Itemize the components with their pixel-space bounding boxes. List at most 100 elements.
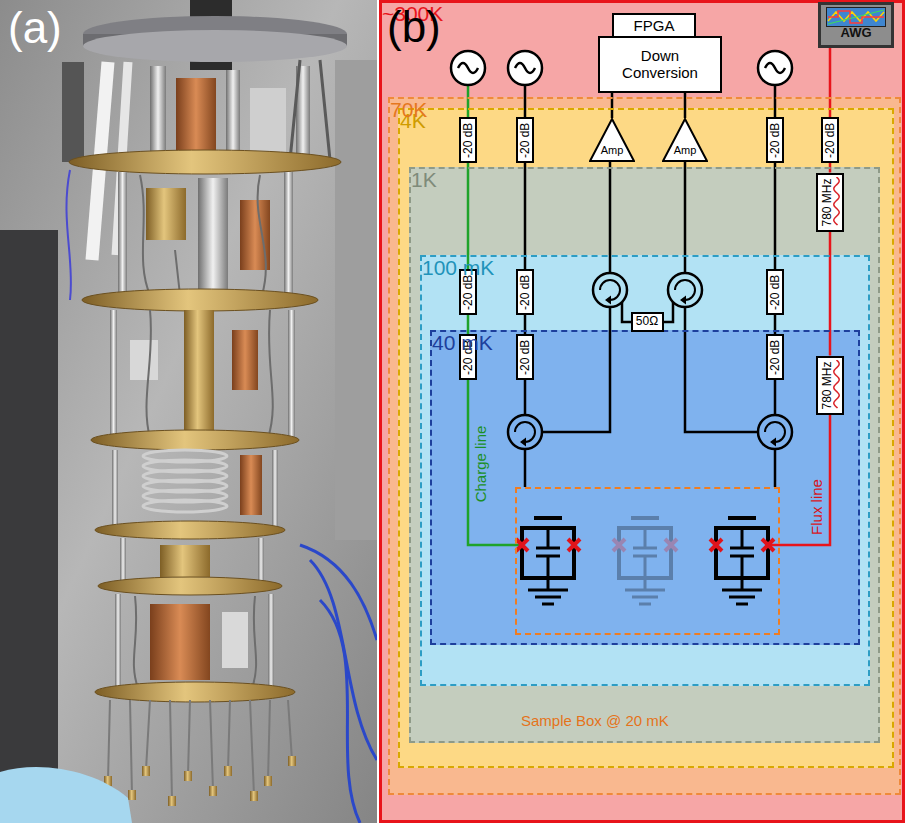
stage-label-holder: 1K [411, 169, 437, 191]
stage-six [150, 604, 210, 680]
temperature-stage: Sample Box @ 20 mK -20 dB -20 dB -20 dB 780 … [388, 97, 901, 795]
attenuator-box: -20 dB [516, 269, 534, 315]
amplifier-symbol: Amp [662, 118, 708, 162]
filter-box: 780 MHz [816, 173, 844, 232]
stage-three [232, 330, 258, 390]
schematic-layer [379, 0, 905, 823]
stage-label-holder: 40 mK [432, 332, 493, 354]
plate [82, 289, 318, 311]
stage-label-holder: 100 mK [422, 257, 494, 279]
photo-background [0, 230, 58, 823]
component-label: -20 dB [462, 274, 474, 310]
amplifier-triangle [590, 119, 634, 161]
stage-two [284, 172, 293, 298]
circulators [515, 280, 785, 442]
connectors [184, 771, 192, 781]
photo-background [0, 0, 377, 823]
stage-label: 70K [390, 99, 427, 120]
attenuator-box: -20 dB [766, 117, 784, 163]
down-conversion-box: Down Conversion [598, 36, 722, 93]
component-label: 780 MHz [820, 361, 832, 410]
stage-fill [398, 108, 894, 768]
readout-wire [525, 85, 775, 487]
signal-wire [467, 163, 470, 269]
stage-five [160, 545, 210, 577]
attenuator-box: -20 dB [766, 269, 784, 315]
qubits [710, 518, 774, 604]
stage-label-holder: 70K [390, 99, 427, 121]
label-holder: Charge line [472, 425, 490, 502]
connector-layer [468, 93, 830, 356]
filter-wave [834, 177, 839, 225]
component-label: 50Ω [636, 315, 659, 329]
bottom-cables [108, 700, 292, 800]
awg-screen [828, 11, 884, 23]
glove [0, 767, 132, 823]
signal-wire [524, 163, 527, 269]
component-label: -20 dB [462, 122, 474, 158]
stage-three [288, 310, 295, 438]
stage-two [146, 188, 186, 240]
stage-fill [388, 97, 901, 795]
stage-two [66, 170, 293, 300]
stage-fill [420, 255, 870, 686]
top-flange [83, 0, 347, 70]
amplifier-triangle [663, 119, 707, 161]
temperature-stage: Sample Box @ 20 mK -20 dB -20 dB -20 dB 780 … [379, 0, 905, 823]
connectors [250, 791, 258, 801]
upper-stage [250, 88, 286, 152]
stage-three [110, 310, 117, 438]
component-label: Amp [589, 145, 635, 156]
attenuator-box: -20 dB [821, 117, 839, 163]
coil [143, 500, 227, 512]
stage-label: 100 mK [422, 257, 494, 278]
connectors [128, 790, 136, 800]
stage-fill [430, 330, 860, 645]
qubits [516, 518, 774, 604]
circulators [520, 296, 776, 447]
blue-cables [300, 545, 377, 823]
attenuator-box: -20 dB [459, 117, 477, 163]
signal-wire [829, 232, 832, 356]
photo-background [335, 60, 377, 540]
panel-label: (b) [387, 5, 441, 49]
upper-stage [290, 60, 330, 160]
stage-fill [409, 167, 880, 743]
connectors [264, 776, 272, 786]
stage-five [120, 538, 126, 584]
stage-six [268, 594, 274, 688]
connectors [224, 766, 232, 776]
connectors [168, 796, 176, 806]
component-label: -20 dB [769, 339, 781, 375]
termination-box: 50Ω [631, 312, 664, 332]
filter-box: 780 MHz [816, 356, 844, 415]
line-label: Charge line [473, 425, 488, 502]
stage-four [112, 450, 118, 528]
plate [91, 430, 299, 450]
amplifier-symbol: Amp [589, 118, 635, 162]
plate [69, 150, 341, 174]
awg-screen [826, 7, 886, 27]
plate [95, 682, 295, 702]
stage-five [258, 538, 264, 584]
blue-cables [310, 560, 377, 760]
connectors [104, 756, 296, 806]
stage-label: 40 mK [432, 332, 493, 353]
bottom-cables [108, 700, 292, 800]
stage-four [272, 450, 278, 528]
filter-wave [834, 360, 839, 408]
plate [95, 521, 285, 539]
component-label: -20 dB [769, 274, 781, 310]
attenuator-box: -20 dB [516, 334, 534, 380]
panel-label: (a) [8, 6, 62, 50]
stage-six [115, 594, 121, 688]
attenuator-box: -20 dB [766, 334, 784, 380]
coil [143, 450, 227, 512]
stage-label: Sample Box @ 20 mK [521, 713, 669, 728]
upper-stage [150, 66, 166, 160]
sample-box: Sample Box @ 20 mK [515, 487, 780, 635]
stage-six [115, 594, 274, 688]
photo-background [0, 0, 377, 823]
stage-six [222, 612, 248, 668]
